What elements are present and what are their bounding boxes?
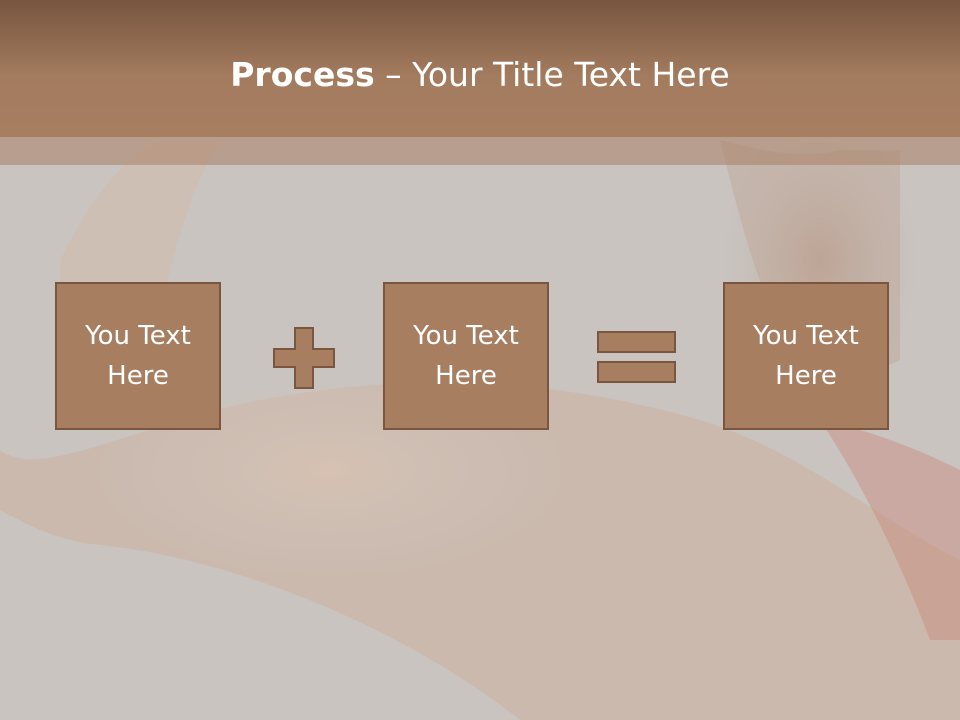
process-box-1-line1: You Text [85, 321, 191, 351]
process-box-2[interactable]: You Text Here [383, 282, 549, 430]
process-box-3-line1: You Text [753, 321, 859, 351]
process-box-3-line2: Here [775, 361, 837, 391]
title-strip [0, 137, 960, 165]
title-bar [0, 0, 960, 137]
process-box-2-line2: Here [435, 361, 497, 391]
process-box-3[interactable]: You Text Here [723, 282, 889, 430]
slide-title-bold: Process [230, 55, 375, 94]
equals-icon[interactable] [597, 331, 677, 385]
slide-title[interactable]: Process – Your Title Text Here [0, 52, 960, 98]
process-box-1-line2: Here [107, 361, 169, 391]
plus-icon[interactable] [273, 327, 335, 389]
slide-title-rest: – Your Title Text Here [374, 55, 730, 94]
process-box-2-line1: You Text [413, 321, 519, 351]
process-box-1[interactable]: You Text Here [55, 282, 221, 430]
